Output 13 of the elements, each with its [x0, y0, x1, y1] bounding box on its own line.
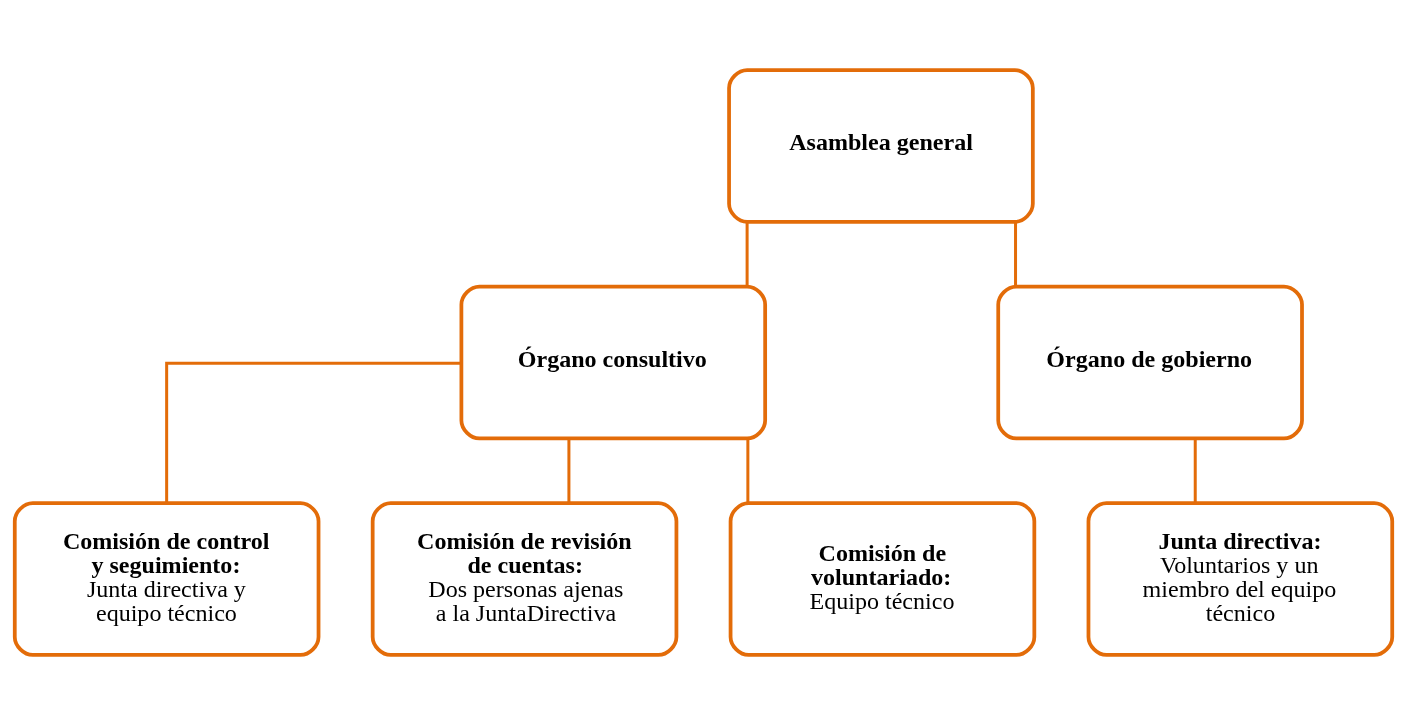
- connector: [1193, 438, 1197, 503]
- connector: [1014, 221, 1018, 286]
- connector: [567, 438, 571, 503]
- connector: [745, 221, 749, 286]
- connector: [746, 438, 750, 503]
- connector: [165, 361, 461, 503]
- node-box: Comisión de revisión de cuentas: Dos personas ajenas a la JuntaDirectiva: [370, 500, 679, 657]
- node-box: Órgano consultivo: [459, 284, 768, 440]
- node-box: Comisión de voluntariado: Equipo técnico: [728, 500, 1037, 657]
- node-box: Asamblea general: [727, 67, 1035, 224]
- node-box: Comisión de control y seguimiento: Junta directiva y equipo técnico: [12, 500, 321, 657]
- node-box: Órgano de gobierno: [996, 284, 1304, 440]
- node-box: Junta directiva: Voluntarios y un miembro del equipo técnico: [1086, 500, 1395, 657]
